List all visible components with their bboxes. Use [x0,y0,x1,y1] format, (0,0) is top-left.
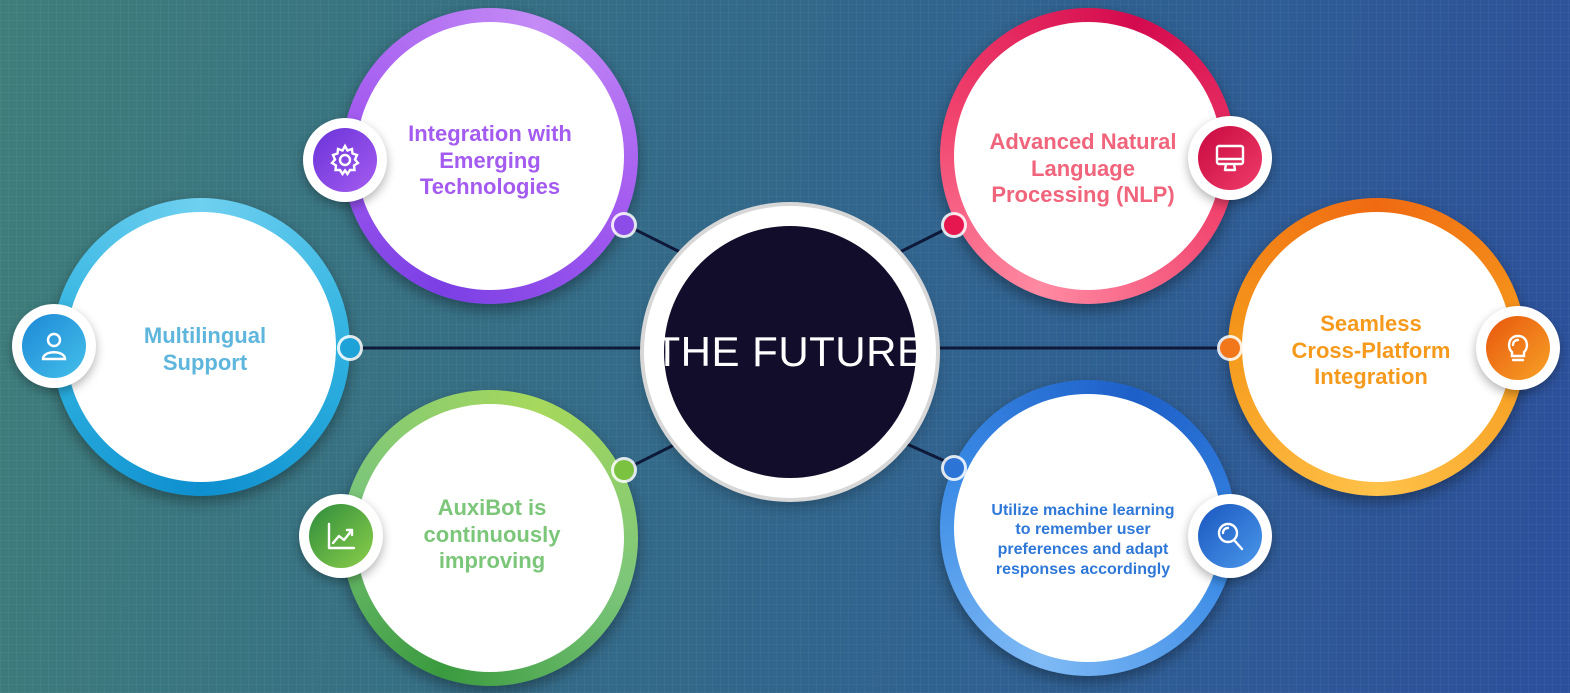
label-text: Utilize machine learning to remember use… [991,501,1175,578]
label-text: AuxiBot is continuously improving [423,494,561,574]
badge-cross-platform [1476,306,1560,390]
node-label-advanced-nlp: Advanced Natural Language Processing (NL… [972,114,1194,224]
lightbulb-icon-disc [1486,316,1550,380]
badge-emerging-technologies [303,118,387,202]
connector-dot-emerging-technologies [614,215,634,235]
connector-dot-multilingual-support [340,338,360,358]
trend-chart-icon [327,522,356,550]
connector-dot-advanced-nlp [944,215,964,235]
magnifier-icon-disc [1198,504,1262,568]
connector-dot-auxibot-improving [614,460,634,480]
node-auxibot-improving [342,390,638,686]
trend-chart-icon-disc [309,504,373,568]
node-machine-learning [940,380,1236,676]
center-core: THE FUTURE [655,226,925,478]
lightbulb-icon [1507,334,1529,362]
badge-machine-learning [1188,494,1272,578]
node-label-machine-learning: Utilize machine learning to remember use… [962,480,1204,600]
center-circle: THE FUTURE [648,210,932,494]
node-multilingual-support [52,198,350,496]
node-label-auxibot-improving: AuxiBot is continuously improving [382,480,602,590]
monitor-icon [1215,144,1245,172]
gear-icon [330,143,360,177]
badge-multilingual-support [12,304,96,388]
monitor-icon-disc [1198,126,1262,190]
magnifier-icon [1217,522,1244,551]
connector-dot-cross-platform [1220,338,1240,358]
gear-icon-disc [313,128,377,192]
label-text: Multilingual Support [143,323,267,375]
badge-advanced-nlp [1188,116,1272,200]
user-icon [41,332,67,361]
node-advanced-nlp [940,8,1236,304]
node-label-emerging-technologies: Integration with Emerging Technologies [380,106,600,216]
connector-dot-machine-learning [944,458,964,478]
node-cross-platform [1228,198,1526,496]
label-text: Seamless Cross-Platform Integration [1291,310,1451,390]
label-text: Integration with Emerging Technologies [408,120,572,200]
node-label-multilingual-support: Multilingual Support [110,310,300,390]
node-label-cross-platform: Seamless Cross-Platform Integration [1266,296,1476,406]
user-icon-disc [22,314,86,378]
node-emerging-technologies [342,8,638,304]
center-title: THE FUTURE [654,328,926,375]
label-text: Advanced Natural Language Processing (NL… [989,128,1177,208]
badge-auxibot-improving [299,494,383,578]
